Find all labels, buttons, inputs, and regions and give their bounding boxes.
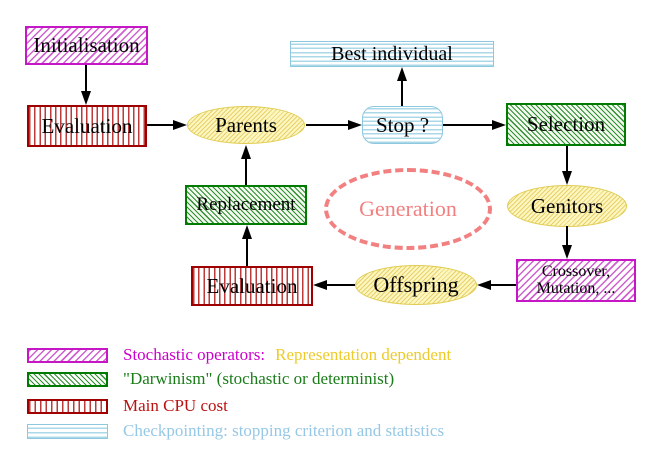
legend-swatch-red-stripes <box>27 398 108 414</box>
arrow-evaluation-to-parents-line <box>147 124 174 126</box>
node-selection-label: Selection <box>526 112 606 137</box>
legend-item-darwinism: "Darwinism" (stochastic or determinist) <box>27 369 394 389</box>
node-replacement: Replacement <box>185 185 307 225</box>
node-stop: Stop ? <box>362 106 443 144</box>
legend-item-stochastic-operators: Stochastic operators: Representation dep… <box>27 345 451 365</box>
node-crossover-mutation: Crossover, Mutation, ... <box>516 259 636 302</box>
legend-text-darwinism: "Darwinism" (stochastic or determinist) <box>123 369 395 388</box>
arrow-stop-to-best-head <box>397 67 407 81</box>
node-genitors-label: Genitors <box>530 193 604 218</box>
arrow-selection-to-genitors-head <box>562 171 572 185</box>
arrow-init-to-evaluation-head <box>81 91 91 105</box>
arrow-parents-to-stop-head <box>348 120 362 130</box>
node-parents: Parents <box>187 106 305 144</box>
arrow-offspring-to-evaluation-line <box>326 284 355 286</box>
arrow-parents-to-stop-line <box>306 124 349 126</box>
node-offspring: Offspring <box>355 265 477 305</box>
node-stop-label: Stop ? <box>375 112 430 137</box>
node-genitors: Genitors <box>507 185 627 227</box>
arrow-replacement-to-parents-head <box>241 145 251 159</box>
node-evaluation-bottom-label: Evaluation <box>206 273 298 298</box>
node-parents-label: Parents <box>215 112 277 137</box>
node-initialisation-label: Initialisation <box>33 33 140 58</box>
arrow-evaluation-to-replacement-line <box>246 238 248 266</box>
arrow-offspring-to-evaluation-head <box>313 280 327 290</box>
arrow-genitors-to-crossover-line <box>566 226 568 246</box>
arrow-genitors-to-crossover-head <box>562 245 572 259</box>
arrow-stop-to-selection-head <box>492 120 506 130</box>
arrow-crossover-to-offspring-line <box>490 284 516 286</box>
node-best-individual: Best individual <box>290 41 494 67</box>
node-crossover-line1: Crossover, <box>541 262 611 280</box>
node-best-individual-label: Best individual <box>331 42 453 65</box>
arrow-init-to-evaluation-line <box>85 65 87 92</box>
arrow-crossover-to-offspring-head <box>477 280 491 290</box>
legend-item-main-cpu-cost: Main CPU cost <box>27 396 228 416</box>
legend-swatch-magenta-hatch <box>27 347 108 363</box>
legend-text-main-cpu-cost: Main CPU cost <box>123 396 228 415</box>
arrow-selection-to-genitors-line <box>566 146 568 172</box>
node-selection: Selection <box>506 103 626 146</box>
node-replacement-label: Replacement <box>196 194 296 216</box>
node-evaluation-bottom: Evaluation <box>191 266 313 306</box>
arrow-evaluation-to-parents-head <box>173 120 187 130</box>
legend-item-checkpointing: Checkpointing: stopping criterion and st… <box>27 421 444 441</box>
legend-text-checkpointing: Checkpointing: stopping criterion and st… <box>123 421 445 440</box>
node-offspring-label: Offspring <box>373 272 459 298</box>
node-crossover-line2: Mutation, ... <box>536 279 616 297</box>
node-initialisation: Initialisation <box>25 26 148 65</box>
node-evaluation-top-label: Evaluation <box>41 113 133 138</box>
arrow-stop-to-best-line <box>401 80 403 106</box>
arrow-replacement-to-parents-line <box>245 158 247 185</box>
legend-text-stochastic-operators: Stochastic operators: <box>123 345 266 364</box>
node-generation: Generation <box>324 168 492 250</box>
arrow-evaluation-to-replacement-head <box>242 225 252 239</box>
legend-text-representation-dependent: Representation dependent <box>275 345 452 364</box>
legend-swatch-cyan-stripes <box>27 423 108 439</box>
node-generation-label: Generation <box>359 196 457 222</box>
arrow-stop-to-selection-line <box>443 124 493 126</box>
node-evaluation-top: Evaluation <box>27 105 147 147</box>
legend-swatch-green-hatch <box>27 371 108 387</box>
